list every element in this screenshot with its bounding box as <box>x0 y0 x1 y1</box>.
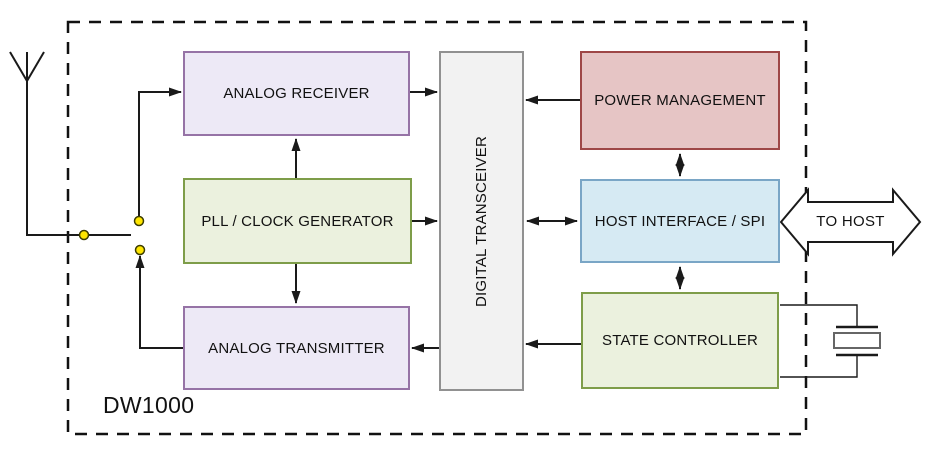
analog-transmitter-block: ANALOG TRANSMITTER <box>183 306 410 390</box>
rf-switch-tx-contact <box>134 244 146 256</box>
rf-switch-pole-contact <box>78 229 90 241</box>
wire-transmitter-to-switch <box>135 255 183 349</box>
chip-boundary <box>66 20 808 436</box>
chip-name-label: DW1000 <box>103 392 195 418</box>
state-controller-label: STATE CONTROLLER <box>602 332 758 349</box>
to-host-label: TO HOST <box>816 213 885 230</box>
wire-switch-to-receiver <box>138 87 182 216</box>
rf-switch-contacts <box>78 215 146 256</box>
analog-receiver-label: ANALOG RECEIVER <box>223 85 370 102</box>
rf-switch-rx-contact <box>133 215 145 227</box>
analog-transmitter-label: ANALOG TRANSMITTER <box>208 339 385 357</box>
host-interface-spi-label: HOST INTERFACE / SPI <box>594 212 766 230</box>
antenna-icon <box>9 51 131 236</box>
power-management-label: POWER MANAGEMENT <box>594 92 766 109</box>
pll-clock-generator-block: PLL / CLOCK GENERATOR <box>183 178 412 264</box>
pll-clock-generator-label: PLL / CLOCK GENERATOR <box>201 212 394 230</box>
digital-transceiver-label: DIGITAL TRANSCEIVER <box>473 135 490 307</box>
crystal-icon <box>780 304 881 378</box>
analog-receiver-block: ANALOG RECEIVER <box>183 51 410 136</box>
power-management-block: POWER MANAGEMENT <box>580 51 780 150</box>
digital-transceiver-block: DIGITAL TRANSCEIVER <box>439 51 524 391</box>
host-interface-spi-block: HOST INTERFACE / SPI <box>580 179 780 263</box>
to-host-arrow <box>779 187 922 257</box>
state-controller-block: STATE CONTROLLER <box>581 292 779 389</box>
